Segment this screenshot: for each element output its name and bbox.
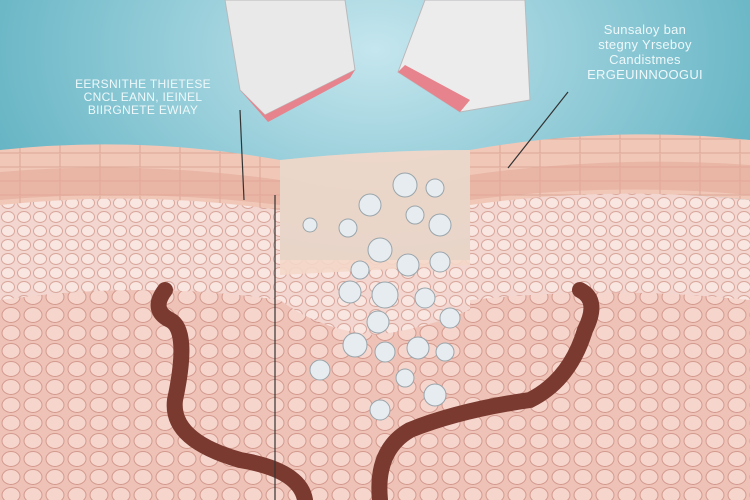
- label-left-line: BIIRGNETE EWIAY: [87, 103, 199, 117]
- label-left-line: CNCL EANN, IEINEL: [83, 90, 203, 104]
- label-right-line: Candistmes: [609, 52, 681, 67]
- label-left: EERSNITHE THIETESE CNCL EANN, IEINEL BII…: [68, 78, 218, 117]
- label-right-line: stegny Yrseboy: [598, 37, 692, 52]
- blood-vessel-left: [150, 282, 313, 500]
- pointer-line-left: [239, 109, 245, 201]
- label-right-line: Sunsaloy ban: [603, 22, 687, 37]
- label-right: Sunsaloy ban stegny Yrseboy Candistmes E…: [585, 22, 705, 82]
- device-left: [224, 0, 356, 122]
- blood-vessel-right: [371, 282, 600, 500]
- label-left-line: EERSNITHE THIETESE: [75, 77, 211, 91]
- label-right-line: ERGEUINNOOGUI: [587, 67, 703, 82]
- particles: [302, 172, 461, 421]
- pointer-line-right: [507, 91, 569, 169]
- cell-layer: [0, 196, 280, 300]
- device-right: [397, 0, 531, 113]
